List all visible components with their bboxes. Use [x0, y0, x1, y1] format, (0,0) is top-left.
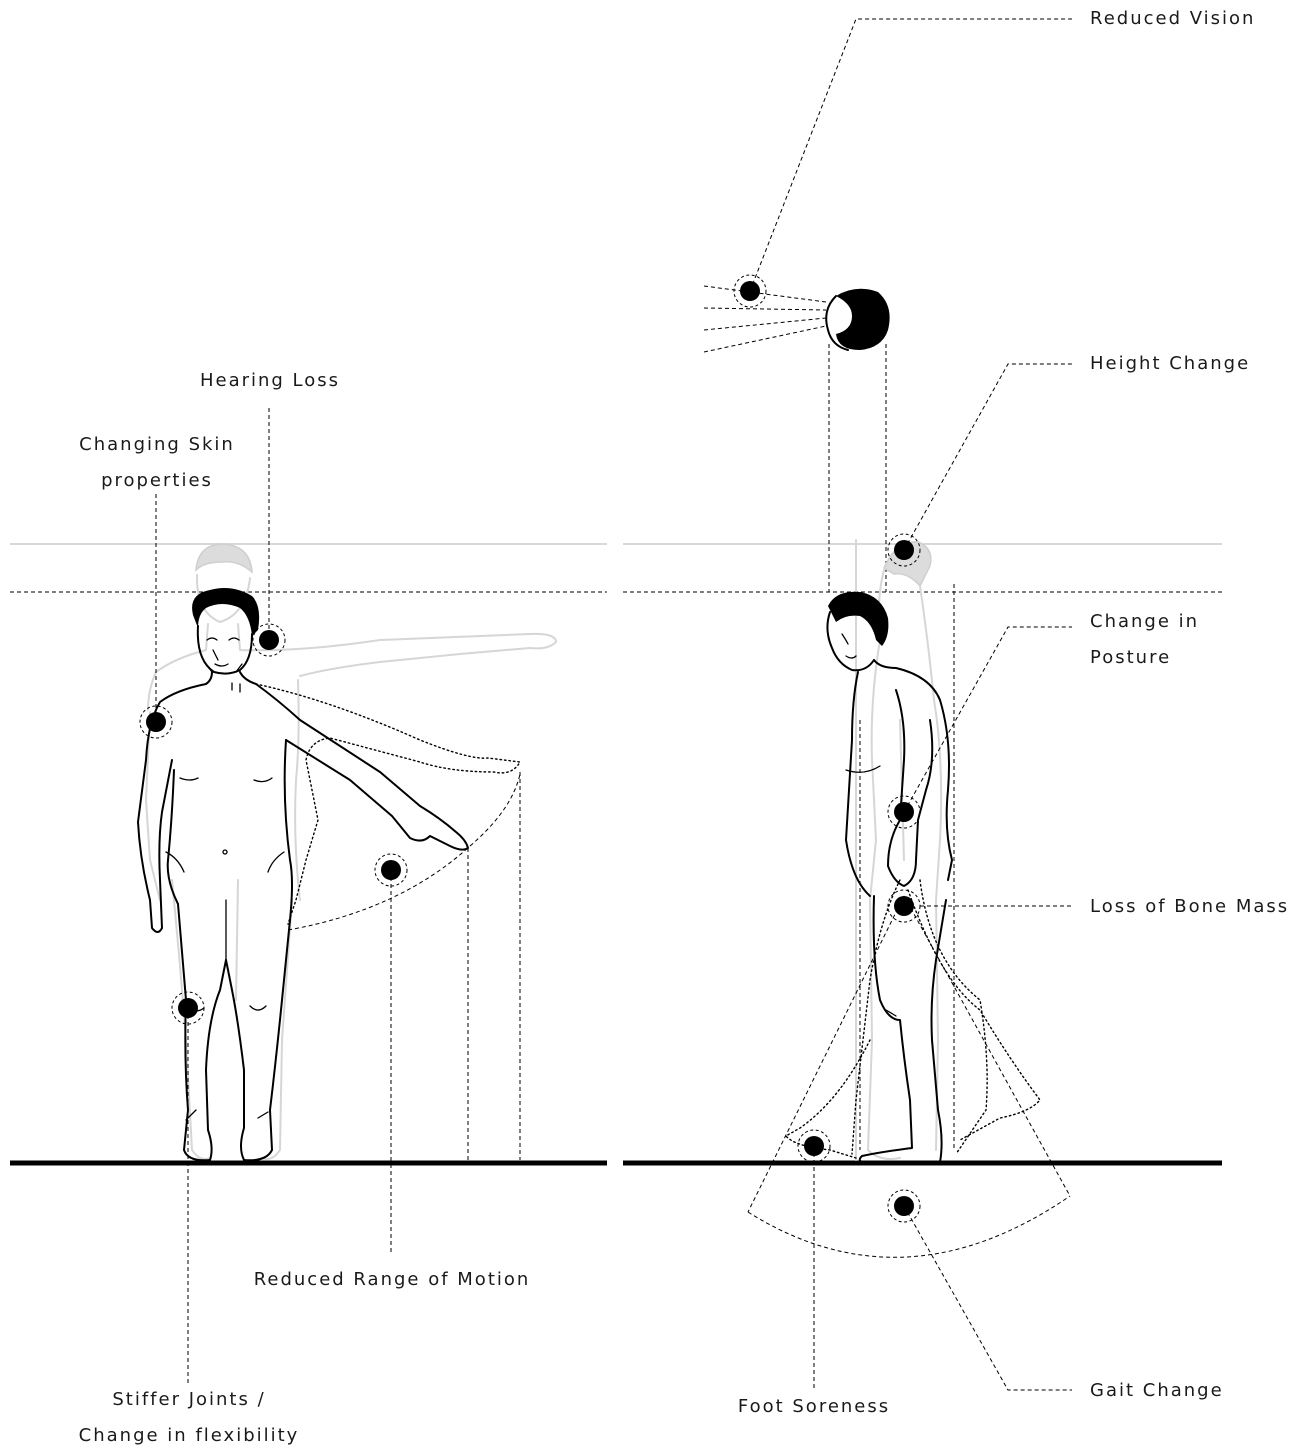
marker-change-in-posture — [888, 796, 920, 828]
head-top-view — [704, 286, 890, 592]
label-foot-soreness: Foot Soreness — [714, 1396, 914, 1418]
marker-loss-of-bone-mass — [888, 890, 920, 922]
ghost-figure-side — [856, 540, 941, 1160]
label-change-in-posture-line1: Change in — [1090, 611, 1199, 633]
markers — [140, 275, 920, 1222]
label-skin-line2: properties — [57, 470, 257, 492]
hair-front — [192, 588, 259, 636]
label-reduced-vision: Reduced Vision — [1090, 8, 1255, 30]
marker-foot-soreness — [798, 1130, 830, 1162]
label-stiffer-joints-line2: Change in flexibility — [64, 1425, 314, 1447]
label-skin-line1: Changing Skin — [57, 434, 257, 456]
ghost-figure-front — [146, 544, 556, 1159]
range-of-motion-overlay — [256, 684, 520, 1160]
leader-gait-change — [904, 1206, 1072, 1390]
label-loss-of-bone-mass: Loss of Bone Mass — [1090, 896, 1289, 918]
label-gait-change: Gait Change — [1090, 1380, 1224, 1402]
label-reduced-range-of-motion: Reduced Range of Motion — [242, 1269, 542, 1291]
figure-side — [827, 592, 952, 1162]
marker-range-of-motion — [375, 854, 407, 886]
label-stiffer-joints-line1: Stiffer Joints / — [64, 1389, 314, 1411]
gait-overlay — [748, 584, 1070, 1257]
label-hearing-loss: Hearing Loss — [170, 370, 370, 392]
marker-gait-change — [888, 1190, 920, 1222]
reference-lines — [10, 544, 1222, 1163]
label-height-change: Height Change — [1090, 353, 1250, 375]
marker-stiffer-joints — [172, 992, 204, 1024]
leader-height-change — [904, 364, 1072, 550]
label-change-in-posture-line2: Posture — [1090, 647, 1171, 669]
leader-reduced-vision — [750, 19, 1072, 291]
